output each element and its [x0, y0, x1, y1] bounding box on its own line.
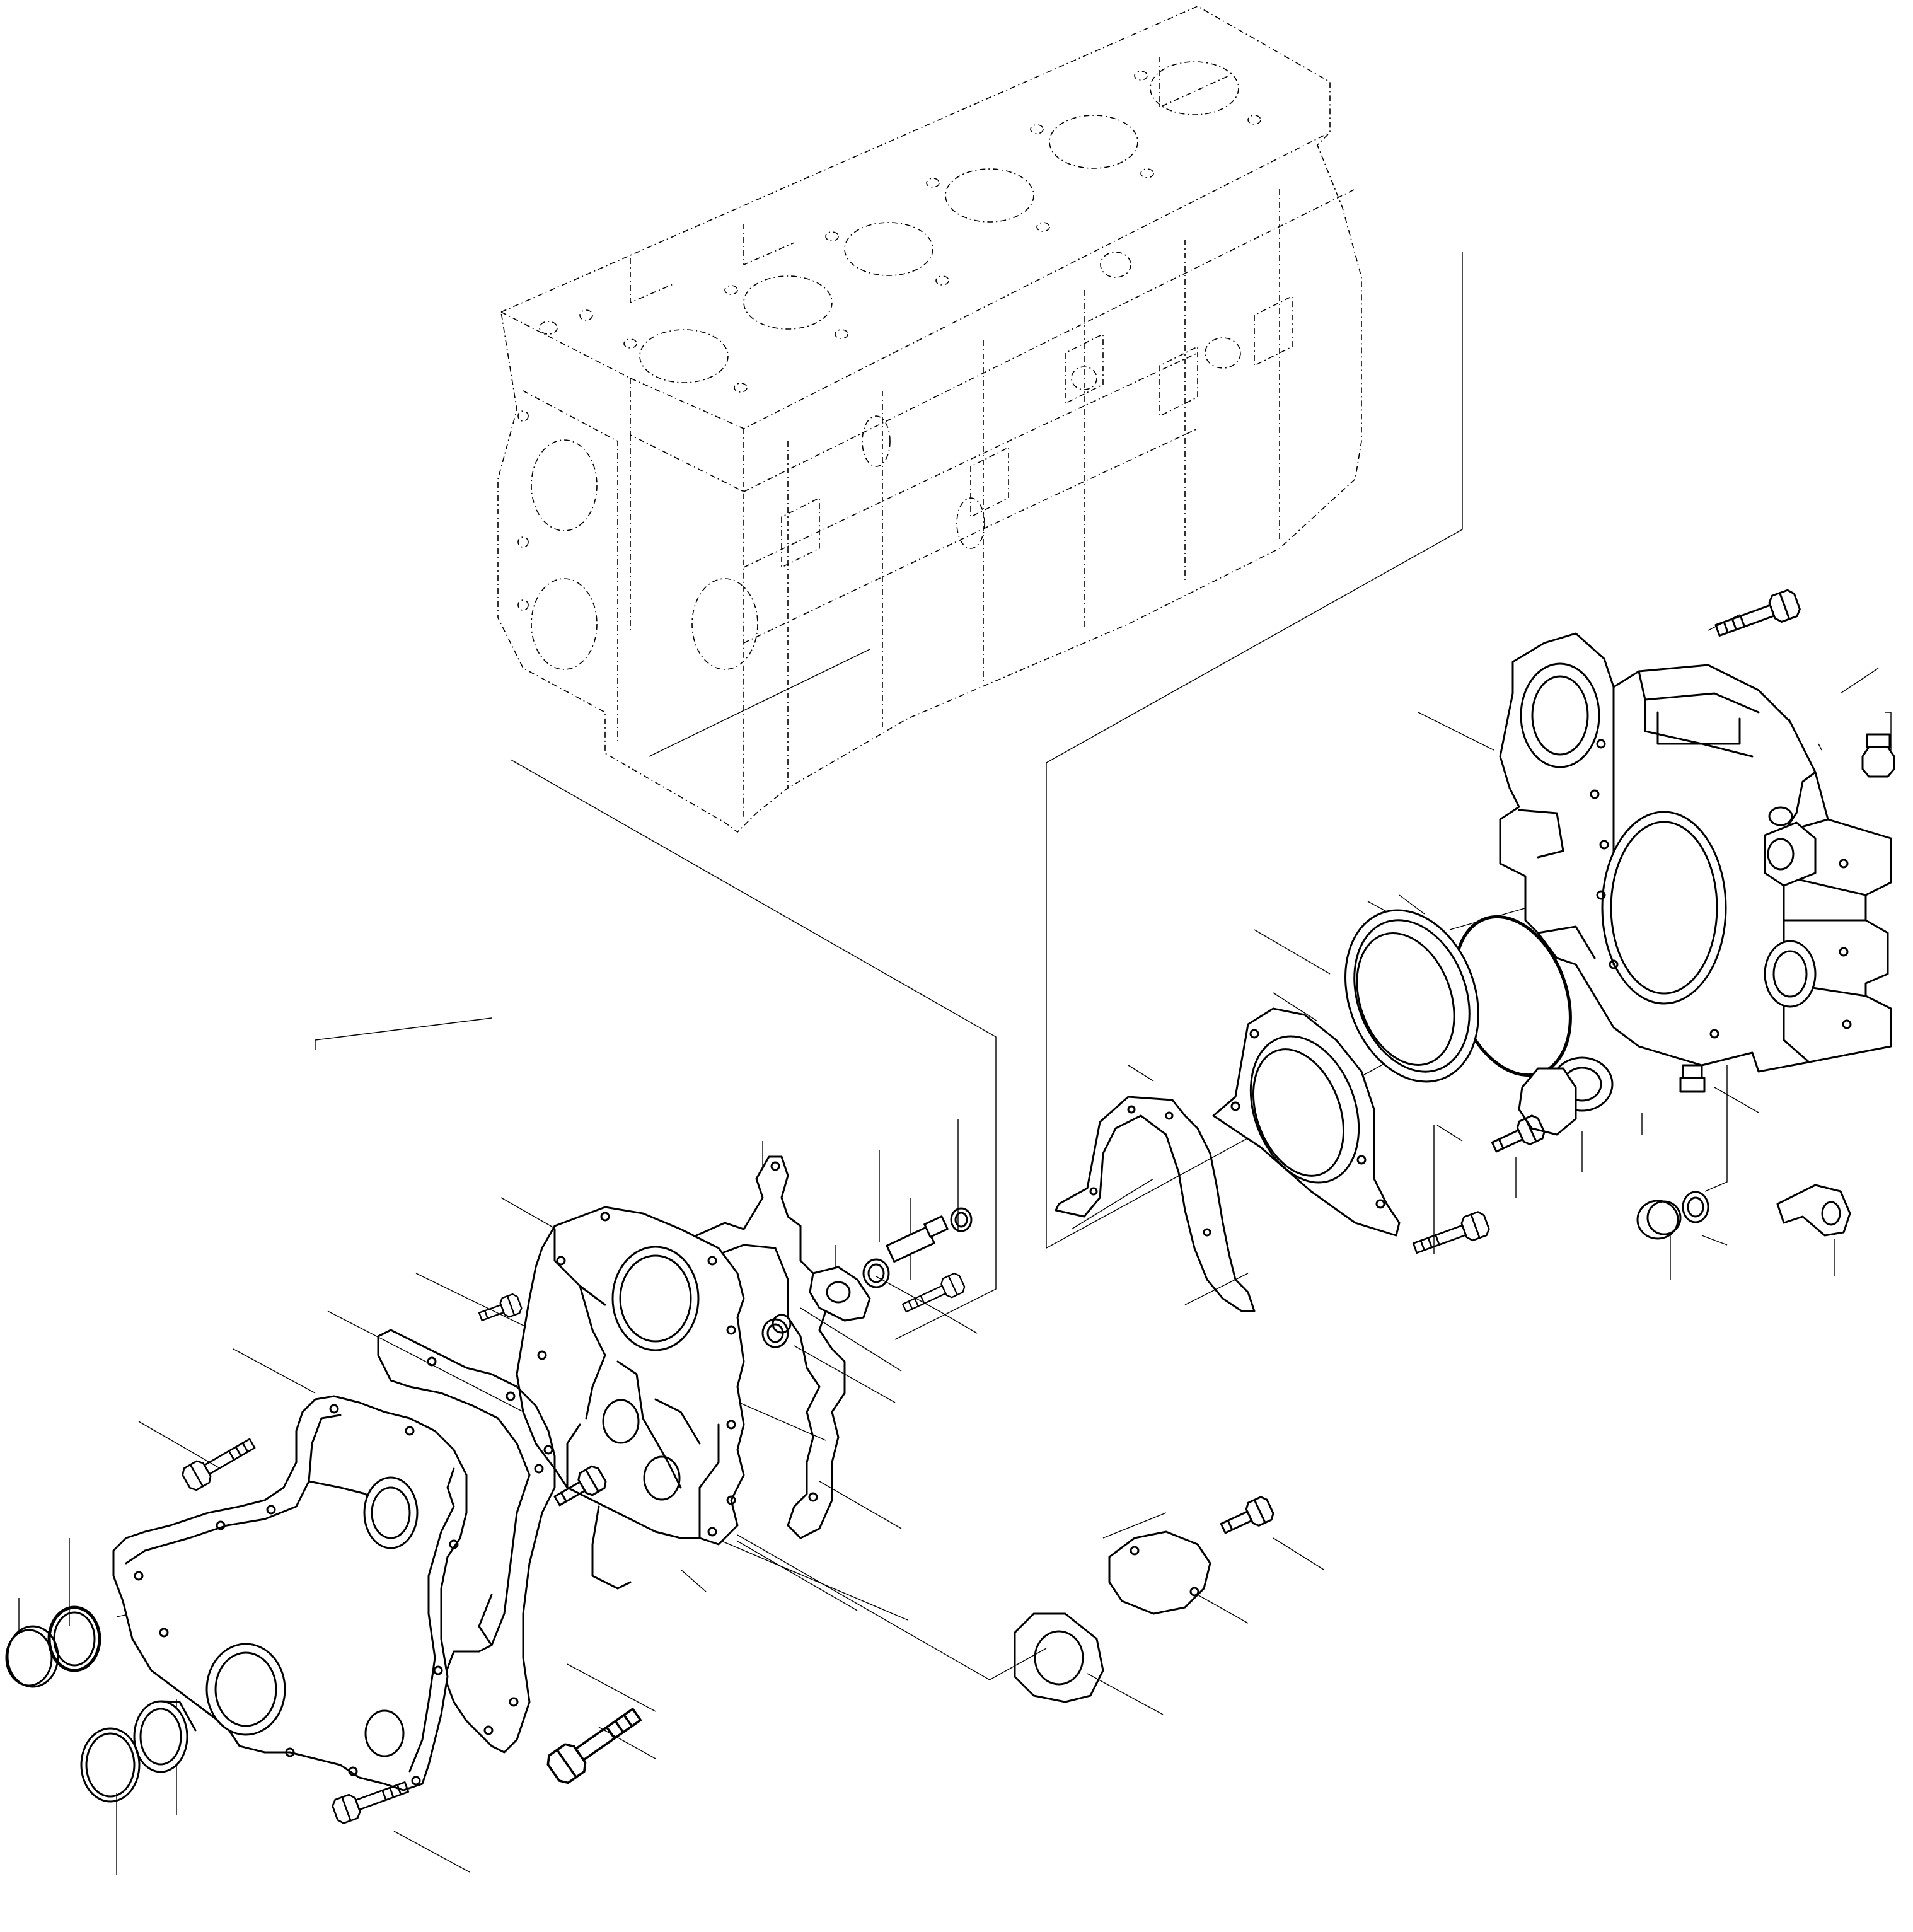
timing-cover [112, 1395, 468, 1791]
front-oring [80, 1727, 141, 1803]
rear-seal-carrier [1212, 1007, 1401, 1237]
timing-housing [516, 1206, 745, 1590]
front-sleeve [133, 1700, 197, 1773]
cover-plate-bolt [1217, 1494, 1276, 1541]
oil-fitting-flange [809, 1266, 871, 1322]
front-cap [5, 1625, 59, 1688]
hose-clip [1776, 1184, 1851, 1237]
flywheel-housing [1499, 632, 1892, 1073]
front-bolt-long [543, 1699, 647, 1788]
rear-gasket [1055, 1096, 1256, 1312]
rear-cover-plate [1518, 1056, 1614, 1136]
timing-cover-gasket [377, 1329, 556, 1754]
top-right-plug [1861, 733, 1895, 778]
banjo-bolt [899, 1271, 968, 1319]
rear-bolt-1 [1409, 1209, 1492, 1261]
timing-housing-gasket [667, 1155, 846, 1539]
plug-round [1636, 1200, 1682, 1240]
front-bolt-upper [179, 1432, 260, 1493]
fitting-seal-rings [761, 1207, 973, 1348]
top-bolt [1711, 587, 1803, 645]
drain-plug [1679, 1064, 1706, 1093]
fitting-valve [886, 1215, 949, 1263]
cover-plate [1108, 1530, 1211, 1615]
cylinder-block-outline [497, 6, 1362, 833]
rear-seal [1344, 909, 1479, 1083]
cover-plate-gasket [1014, 1612, 1104, 1703]
sealing-washers [1682, 1191, 1709, 1223]
front-crank-seal [47, 1605, 101, 1672]
